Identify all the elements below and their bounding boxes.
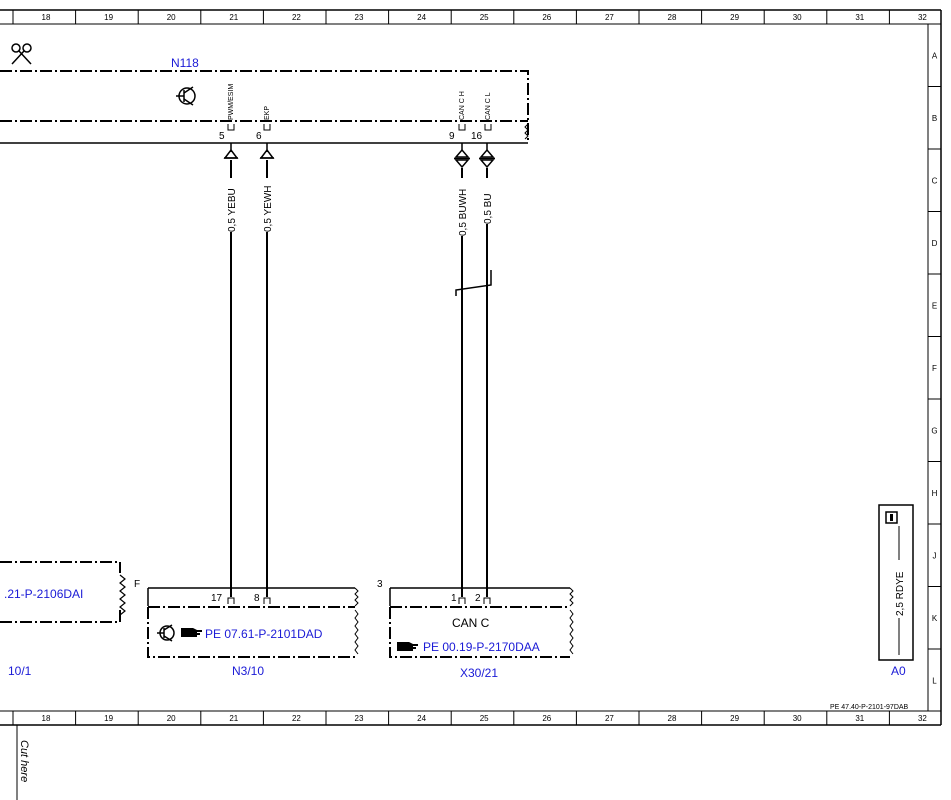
a0-component: 2,5 RDYE A0 xyxy=(878,504,914,678)
column-label: 21 xyxy=(229,714,238,723)
wire-label-yebu: 0,5 YEBU xyxy=(227,188,238,232)
connector-symbols xyxy=(223,143,495,169)
n118-label: N118 xyxy=(171,56,199,70)
column-label: 22 xyxy=(292,714,301,723)
svg-text:1: 1 xyxy=(451,593,457,604)
row-ticks xyxy=(928,23,941,650)
left-partial-module: .21-P-2106DAI 10/1 xyxy=(0,561,126,678)
column-label: 18 xyxy=(42,13,51,22)
left-module-ref: .21-P-2106DAI xyxy=(4,587,83,601)
column-label: 21 xyxy=(229,13,238,22)
svg-text:5: 5 xyxy=(219,131,225,142)
column-label: 30 xyxy=(793,13,802,22)
row-label: D xyxy=(932,239,938,248)
column-label: 20 xyxy=(167,714,176,723)
n118-module: N118 xyxy=(0,56,529,144)
svg-text:2: 2 xyxy=(475,593,481,604)
column-label: 25 xyxy=(480,714,489,723)
row-label: F xyxy=(932,364,937,373)
row-label: B xyxy=(932,114,937,123)
n3-10-ref: PE 07.61-P-2101DAD xyxy=(205,627,323,641)
column-labels-bottom: 18 19 20 21 22 23 24 25 26 27 28 29 30 31 32 xyxy=(42,714,928,723)
transistor-icon xyxy=(157,624,175,642)
column-label: 26 xyxy=(542,13,551,22)
scissors-icon xyxy=(11,43,32,65)
row-label: L xyxy=(932,676,937,685)
column-label: 24 xyxy=(417,13,426,22)
column-label: 29 xyxy=(730,13,739,22)
column-label: 31 xyxy=(855,714,864,723)
info-icon xyxy=(885,511,898,524)
svg-text:CAN C L: CAN C L xyxy=(485,92,492,120)
svg-text:PWM/ESIM: PWM/ESIM xyxy=(228,84,235,120)
n118-pin-5: 5 PWM/ESIM xyxy=(219,84,235,142)
transistor-icon xyxy=(176,86,196,106)
pointing-hand-icon xyxy=(181,628,202,637)
x30-21-ref: PE 00.19-P-2170DAA xyxy=(423,640,540,654)
column-label: 28 xyxy=(668,13,677,22)
svg-text:CAN C H: CAN C H xyxy=(459,91,466,120)
row-label: K xyxy=(932,614,938,623)
a0-label: A0 xyxy=(891,664,906,678)
svg-text:9: 9 xyxy=(449,131,455,142)
row-label: G xyxy=(931,426,937,435)
svg-text:EKP: EKP xyxy=(264,106,271,120)
wire-label-bu: 0,5 BU xyxy=(483,193,494,224)
footer-reference: PE 47.40-P-2101-97DAB xyxy=(830,704,909,711)
n118-pin-16: 16 CAN C L xyxy=(471,92,492,142)
column-label: 23 xyxy=(355,714,364,723)
left-module-label: 10/1 xyxy=(8,664,32,678)
row-label: C xyxy=(932,176,938,185)
column-label: 19 xyxy=(104,13,113,22)
column-label: 32 xyxy=(918,714,927,723)
n118-pin-9: 9 CAN C H xyxy=(449,91,466,142)
n3-10-module: F 17 8 PE 07.61-P-2101DAD N3/10 xyxy=(134,579,359,678)
wires xyxy=(230,160,492,597)
svg-text:17: 17 xyxy=(211,593,223,604)
svg-text:16: 16 xyxy=(471,131,483,142)
row-label: J xyxy=(933,551,937,560)
drawing-frame xyxy=(0,9,942,800)
a0-wire-label: 2,5 RDYE xyxy=(895,571,906,616)
svg-text:F: F xyxy=(134,579,140,590)
pointing-hand-icon xyxy=(397,642,418,651)
column-label: 24 xyxy=(417,714,426,723)
column-label: 20 xyxy=(167,13,176,22)
svg-text:8: 8 xyxy=(254,593,260,604)
row-labels: A B C D E F G H J K L xyxy=(931,51,937,685)
row-label: A xyxy=(932,51,938,60)
column-label: 26 xyxy=(542,714,551,723)
row-label: E xyxy=(932,301,937,310)
column-label: 29 xyxy=(730,714,739,723)
svg-text:6: 6 xyxy=(256,131,262,142)
wire-labels: 0,5 YEBU 0,5 YEWH 0,5 BUWH 0,5 BU xyxy=(227,186,494,237)
column-label: 28 xyxy=(668,714,677,723)
n3-10-label: N3/10 xyxy=(232,664,264,678)
column-label: 19 xyxy=(104,714,113,723)
column-label: 27 xyxy=(605,714,614,723)
column-label: 25 xyxy=(480,13,489,22)
wire-label-buwh: 0,5 BUWH xyxy=(458,189,469,236)
column-label: 30 xyxy=(793,714,802,723)
row-label: H xyxy=(932,489,938,498)
column-label: 22 xyxy=(292,13,301,22)
wire-label-yewh: 0,5 YEWH xyxy=(263,186,274,233)
x30-21-module: 3 1 2 CAN C PE 00.19-P-2170DAA X30/21 xyxy=(377,579,574,680)
column-label: 27 xyxy=(605,13,614,22)
n118-pin-6: 6 EKP xyxy=(256,106,271,142)
x30-21-label: X30/21 xyxy=(460,666,498,680)
x30-21-title: CAN C xyxy=(452,616,490,630)
svg-text:3: 3 xyxy=(377,579,383,590)
column-label: 23 xyxy=(355,13,364,22)
column-ticks xyxy=(12,10,890,725)
cut-here-label: Cut here xyxy=(18,740,30,782)
column-labels-top: 18 19 20 21 22 23 24 25 26 27 28 29 30 31 32 xyxy=(42,13,928,22)
column-label: 18 xyxy=(42,714,51,723)
column-label: 32 xyxy=(918,13,927,22)
column-label: 31 xyxy=(855,13,864,22)
